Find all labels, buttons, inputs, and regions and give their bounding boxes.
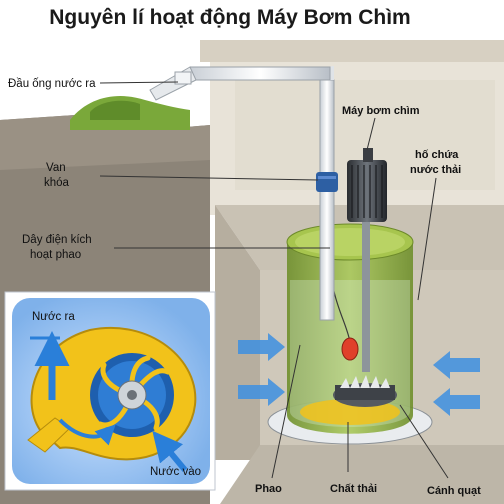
label-impeller: Cánh quạt bbox=[427, 485, 481, 497]
label-tank-line2: nước thải bbox=[410, 164, 461, 176]
label-valve-line2: khóa bbox=[44, 177, 70, 189]
label-water-in: Nước vào bbox=[150, 466, 201, 478]
label-tank-line1: hố chứa bbox=[415, 149, 459, 161]
label-valve-line1: Van bbox=[46, 162, 66, 174]
outlet-pipe bbox=[149, 66, 335, 321]
valve bbox=[316, 172, 338, 192]
leader-lines bbox=[99, 81, 449, 479]
label-float: Phao bbox=[255, 483, 282, 495]
label-float-wire-line2: hoạt phao bbox=[30, 249, 81, 261]
inflow-arrows bbox=[238, 333, 480, 416]
label-water-out: Nước ra bbox=[32, 311, 75, 323]
sump-tank bbox=[267, 223, 433, 445]
label-float-wire-line1: Dây điện kích bbox=[22, 234, 92, 246]
pump-motor bbox=[333, 148, 397, 407]
float bbox=[341, 337, 359, 361]
label-pump: Máy bơm chìm bbox=[342, 105, 420, 117]
label-waste: Chất thải bbox=[330, 483, 377, 495]
impeller-inset bbox=[4, 291, 216, 491]
label-outlet-pipe-end: Đầu ống nước ra bbox=[8, 78, 96, 90]
diagram-title: Nguyên lí hoạt động Máy Bơm Chìm bbox=[49, 6, 410, 29]
